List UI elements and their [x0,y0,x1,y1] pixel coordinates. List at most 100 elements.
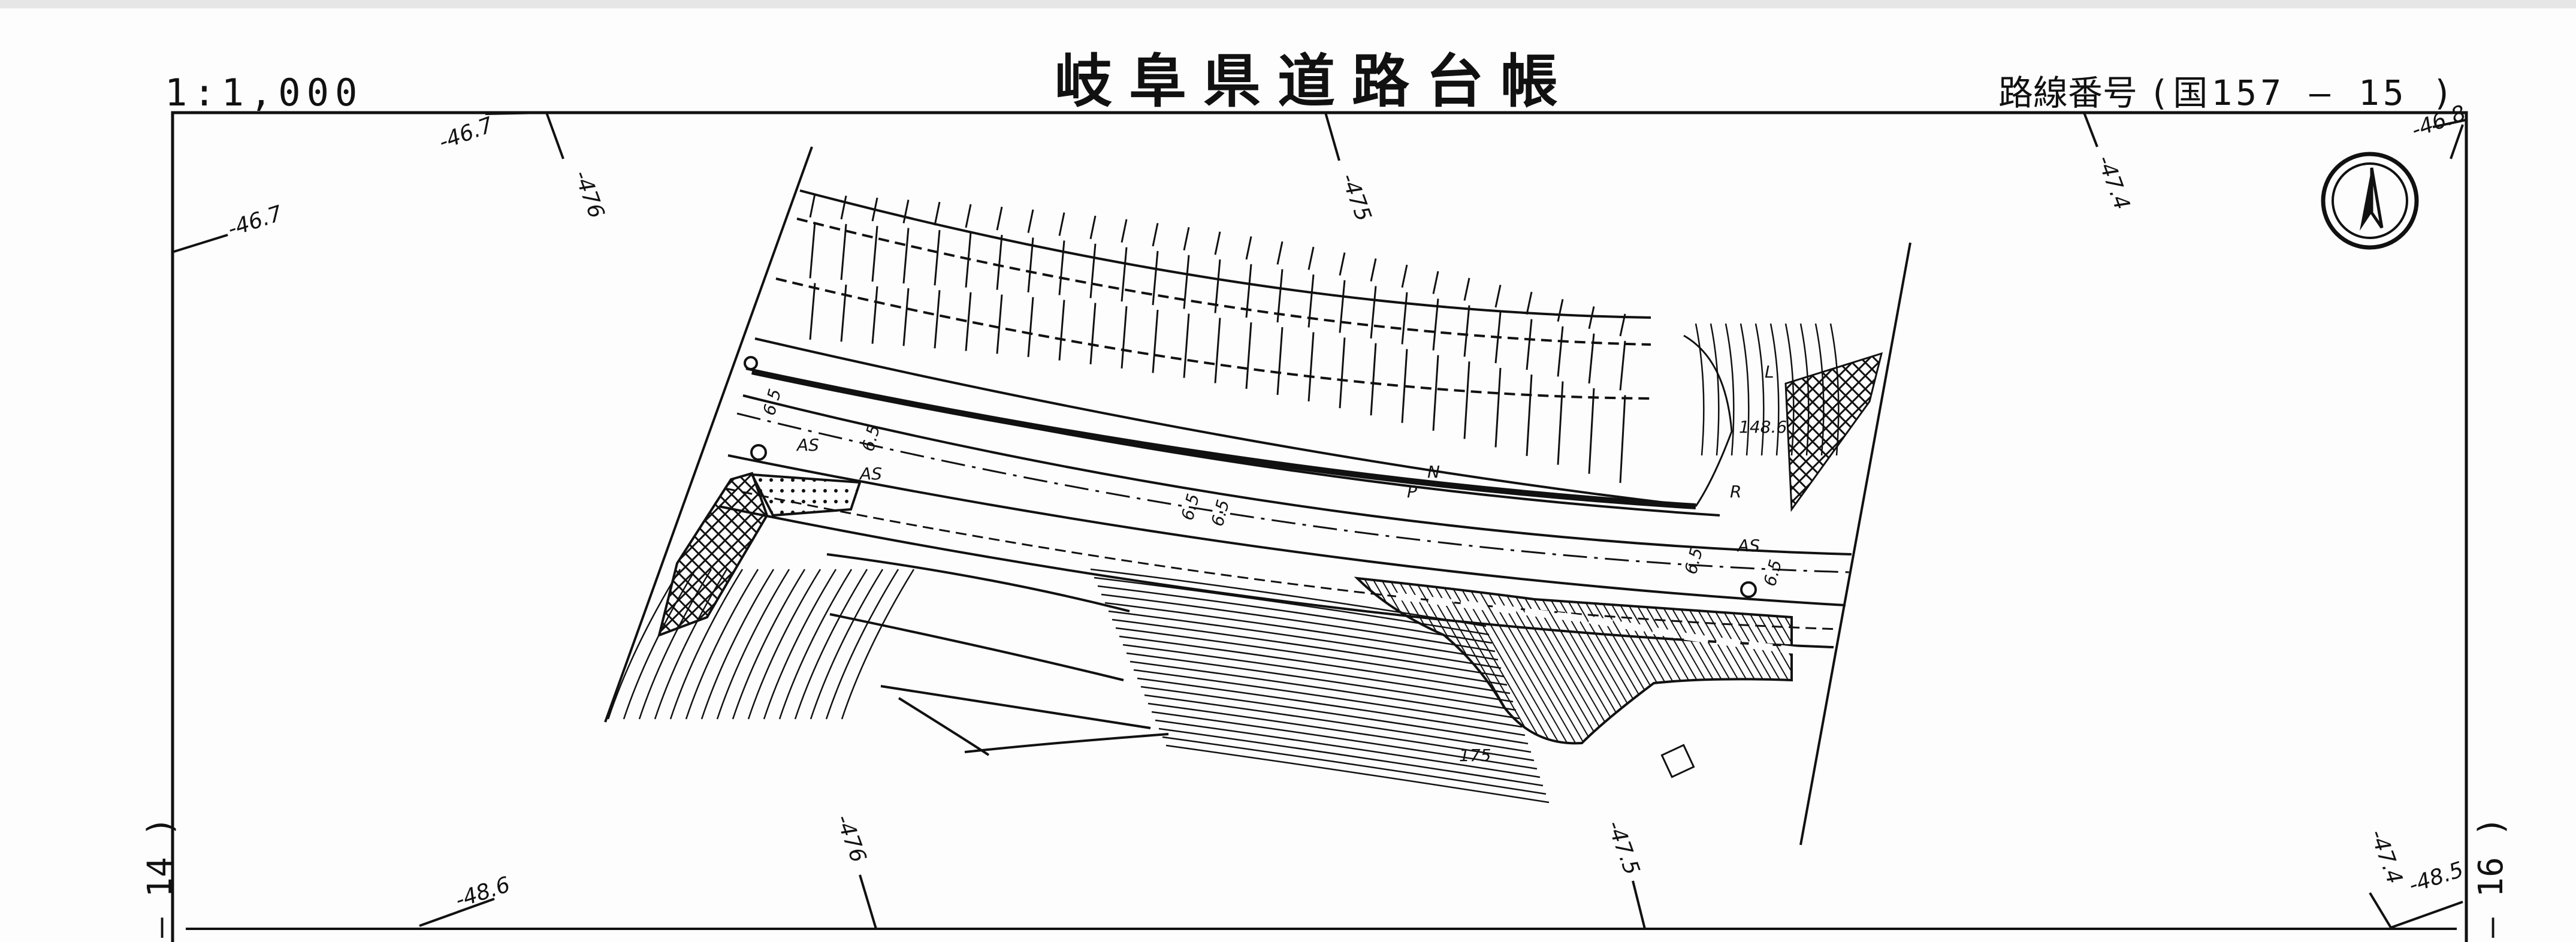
slope-hachure [763,569,837,720]
parcel-divider [934,230,941,286]
parcel-divider [902,228,910,284]
parcel-divider [1526,291,1533,315]
survey-point-icon [1740,581,1757,598]
parcel-divider [1183,227,1190,251]
slope-hachure [1112,618,1505,678]
scan-shadow [0,0,2576,8]
parcel-divider [1058,240,1065,295]
slope-hachure [1097,585,1493,644]
surface-label: AS [1737,536,1760,555]
slope-hachure [1754,323,1765,456]
parcel-divider [1588,333,1595,384]
parcel-divider [1557,326,1564,377]
parcel-divider [996,206,1003,231]
parcel-divider [1121,219,1128,243]
parcel-divider [934,201,941,226]
slope-hachure [716,569,790,720]
north-arrow-icon [2321,152,2419,250]
parcel-divider [1276,241,1284,265]
parcel-divider [934,290,941,349]
parcel-divider [1214,259,1221,313]
slope-hachure [1140,686,1529,745]
parcel-divider [809,194,816,218]
slope-hachure [1101,593,1496,653]
slope-hachure [825,569,899,720]
contour-label: -475 [1336,170,1376,225]
parcel-divider [1339,280,1346,333]
parcel-divider [809,222,816,279]
east-contour [1683,334,1733,507]
slope-hachure [1133,669,1523,728]
road-marker-label: R [1730,482,1741,502]
slope-hachure [794,569,868,720]
parcel-divider [1027,297,1034,357]
parcel-divider [1557,298,1564,322]
slope-hachure [1147,702,1535,762]
parcel-divider [1401,349,1408,423]
corridor-boundary [604,146,1911,846]
parcel-divider [1432,355,1439,431]
road-width-label: 6.5 [1177,491,1203,523]
hatched-pond-area [1354,576,1793,745]
parcel-divider [1588,306,1595,329]
slope-hachure [700,569,775,720]
slope-hachure [1155,719,1541,778]
parcel-divider [1619,340,1626,391]
route-label: 路線番号 [1998,73,2138,113]
parcel-divider [1307,274,1315,328]
parcel-divider [902,288,910,346]
parcel-divider [1121,247,1128,302]
route-number-value: (国157 — 15 ) [2148,73,2457,113]
contour-lines [173,111,2467,929]
parcel-divider [1245,236,1252,260]
slope-hachure [607,569,681,720]
slope-hachure [1158,727,1544,787]
road-marker-label: L [1765,362,1774,382]
survey-point-icon [744,356,758,370]
slope-hachure [1725,323,1735,456]
surface-label: AS [859,464,882,484]
slope-hachure [1126,652,1517,711]
road-width-label: 6.5 [759,387,785,418]
parcel-divider [1526,375,1533,456]
parcel-divider [1432,271,1439,294]
parcel-divider [1214,318,1221,384]
parcel-divider [1463,305,1470,357]
road-marker-label: N [1427,462,1440,482]
route-number: 路線番号 (国157 — 15 ) [1998,65,2457,115]
slope-hachure [778,569,853,720]
slope-hachure [1740,323,1750,456]
parcel-divider [1245,264,1252,318]
slope-hachure [1130,660,1520,720]
parcel-divider [1276,327,1284,395]
parcel-divider [1494,367,1502,448]
parcel-divider [1183,255,1190,309]
parcel-divider [1619,395,1626,484]
contour-label: -48.6 [452,872,513,913]
parcel-divider [840,195,847,220]
survey-point-icon [750,444,767,461]
slope-hachure [1108,610,1502,669]
parcel-divider [1121,306,1128,369]
parcel-divider [1152,250,1159,306]
parcel-divider [1432,298,1439,351]
parcel-divider [1027,209,1034,233]
parcel-divider [1401,292,1408,345]
slope-hachure [747,569,822,720]
parcel-divider [809,283,816,340]
road-marker-label: P [1407,482,1417,502]
parcel-divider [996,294,1003,354]
contour-label: -476 [569,167,609,222]
contour-label: -47.5 [1602,817,1644,878]
parcel-divider [1245,322,1252,389]
parcel-dividers [809,194,1626,484]
slope-hachure [1144,694,1532,753]
road-width-label: 6.5 [858,422,884,454]
parcel-divider [1307,332,1315,401]
parcel-rows [745,189,1720,517]
distance-label: 175 [1459,745,1491,765]
parcel-divider [1557,381,1564,465]
slope-hachure [1710,323,1720,456]
contour-label: -48.5 [2406,858,2466,898]
